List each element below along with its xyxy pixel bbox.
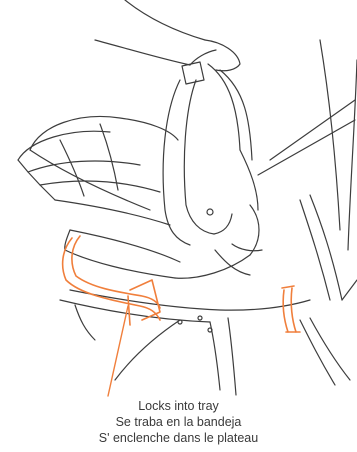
stroller-frame [60, 100, 357, 395]
tray-clip [282, 286, 300, 332]
callout-label-english: Locks into tray [0, 398, 357, 414]
callout-leader-line [108, 306, 128, 396]
callout-label-spanish: Se traba en la bandeja [0, 414, 357, 430]
parent-arm [95, 0, 240, 71]
car-seat-canopy [18, 117, 178, 225]
callout-label-french: S' enclenche dans le plateau [0, 430, 357, 446]
car-seat-handle [163, 62, 252, 245]
parent-body [320, 40, 357, 250]
